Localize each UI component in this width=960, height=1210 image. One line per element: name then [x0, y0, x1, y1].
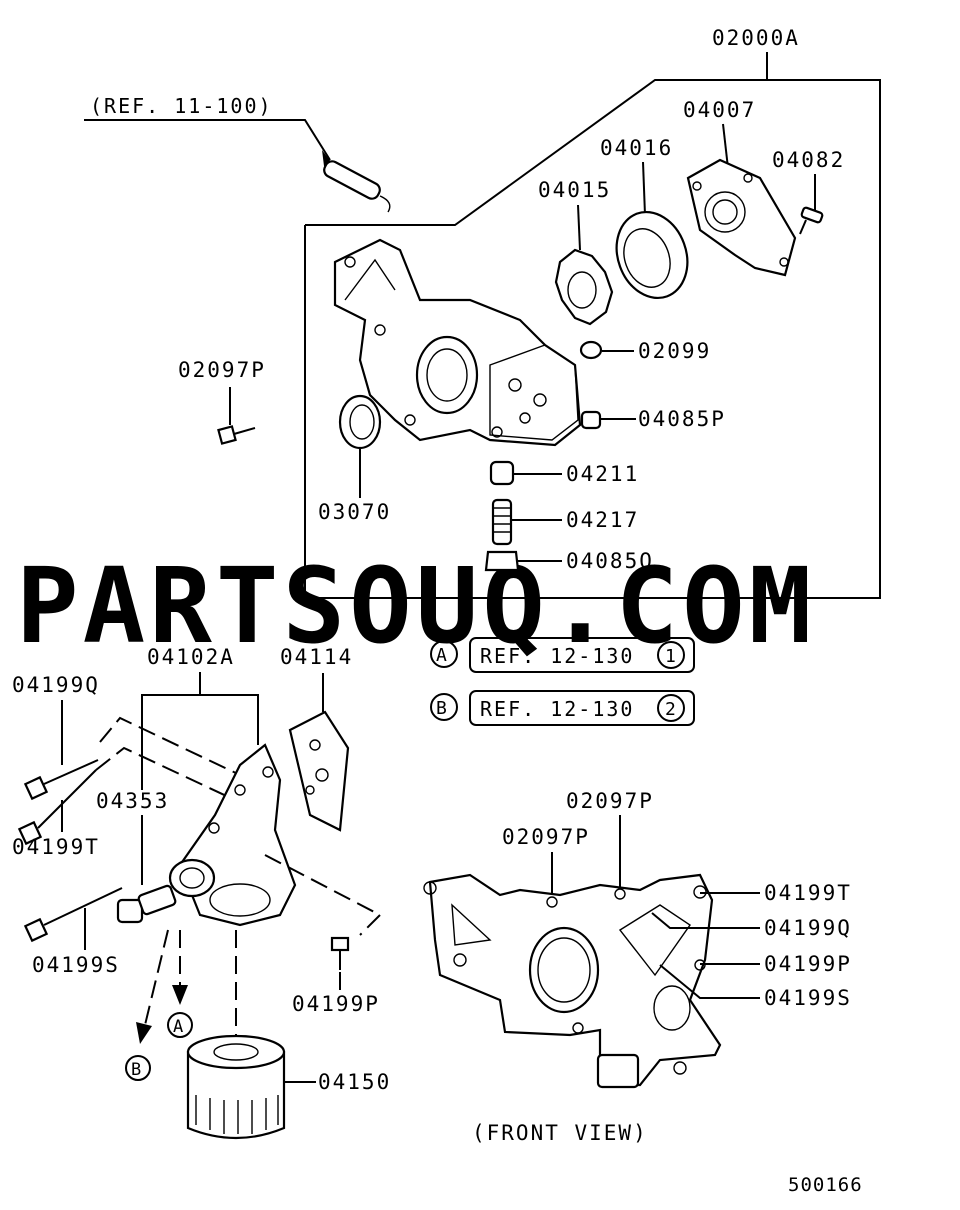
svg-text:REF. 12-130: REF. 12-130 — [480, 644, 634, 668]
bolt-p-icon — [330, 936, 350, 952]
filter-bracket-icon — [168, 743, 297, 927]
label-04199T[interactable]: 04199T — [12, 835, 100, 859]
svg-text:1: 1 — [665, 646, 676, 667]
bolt-q-icon — [23, 759, 99, 801]
label-04102A[interactable]: 04102A — [147, 645, 235, 669]
bolt-s-icon — [23, 887, 123, 943]
label-04085P[interactable]: 04085P — [638, 407, 726, 431]
label-04353[interactable]: 04353 — [96, 789, 169, 813]
label-04199P-fv[interactable]: 04199P — [764, 952, 852, 976]
oil-pressure-switch-icon — [116, 884, 177, 924]
marker-b[interactable] — [125, 1055, 151, 1081]
ref-b-row[interactable]: B REF. 12-130 2 — [430, 690, 695, 726]
watermark: PARTSOUQ.COM — [16, 545, 815, 667]
label-ref-11-100[interactable]: (REF. 11-100) — [90, 94, 273, 118]
label-04150[interactable]: 04150 — [318, 1070, 391, 1094]
ref-a-row[interactable]: A REF. 12-130 1 — [430, 637, 695, 673]
label-02097P-fv2[interactable]: 02097P — [566, 789, 654, 813]
cover-plate-icon — [686, 158, 797, 277]
label-04217[interactable]: 04217 — [566, 508, 639, 532]
svg-text:A: A — [173, 1017, 183, 1037]
label-02099[interactable]: 02099 — [638, 339, 711, 363]
label-02000A[interactable]: 02000A — [712, 26, 800, 50]
plug-q-icon — [484, 550, 520, 572]
pin-part-icon — [323, 160, 391, 213]
label-04199S[interactable]: 04199S — [32, 953, 120, 977]
oil-pump-housing-icon — [333, 238, 582, 447]
label-03070[interactable]: 03070 — [318, 500, 391, 524]
gasket-icon — [288, 710, 350, 832]
label-04085Q[interactable]: 04085Q — [566, 549, 654, 573]
label-04199S-fv[interactable]: 04199S — [764, 986, 852, 1010]
plug-icon — [580, 410, 602, 430]
plunger-icon — [489, 460, 515, 486]
label-04211[interactable]: 04211 — [566, 462, 639, 486]
bolt-t-icon — [17, 769, 97, 846]
label-04082[interactable]: 04082 — [772, 148, 845, 172]
svg-text:REF. 12-130: REF. 12-130 — [480, 697, 634, 721]
label-04199Q-fv[interactable]: 04199Q — [764, 916, 852, 940]
label-02097P-top[interactable]: 02097P — [178, 358, 266, 382]
oil-seal-icon — [338, 394, 382, 450]
svg-text:2: 2 — [665, 699, 676, 720]
spring-icon — [491, 498, 513, 546]
svg-text:A: A — [436, 645, 447, 666]
assembly-box — [304, 79, 881, 599]
screw-icon — [799, 206, 824, 235]
oil-filter-icon — [186, 1034, 286, 1140]
svg-text:B: B — [436, 698, 447, 719]
label-02097P-fv1[interactable]: 02097P — [502, 825, 590, 849]
label-04016[interactable]: 04016 — [600, 136, 673, 160]
front-view-caption: (FRONT VIEW) — [472, 1121, 648, 1145]
label-04199P[interactable]: 04199P — [292, 992, 380, 1016]
label-04015[interactable]: 04015 — [538, 178, 611, 202]
front-view-pump-icon — [423, 873, 722, 1089]
label-04199Q[interactable]: 04199Q — [12, 673, 100, 697]
label-04199T-fv[interactable]: 04199T — [764, 881, 852, 905]
outer-rotor-icon — [615, 210, 689, 300]
inner-rotor-icon — [554, 248, 614, 326]
diagram-id: 500166 — [788, 1174, 863, 1196]
label-04007[interactable]: 04007 — [683, 98, 756, 122]
o-ring-icon — [579, 340, 603, 360]
label-04114[interactable]: 04114 — [280, 645, 353, 669]
bolt-icon — [217, 425, 256, 445]
marker-a[interactable] — [167, 1012, 193, 1038]
svg-text:B: B — [131, 1060, 141, 1080]
